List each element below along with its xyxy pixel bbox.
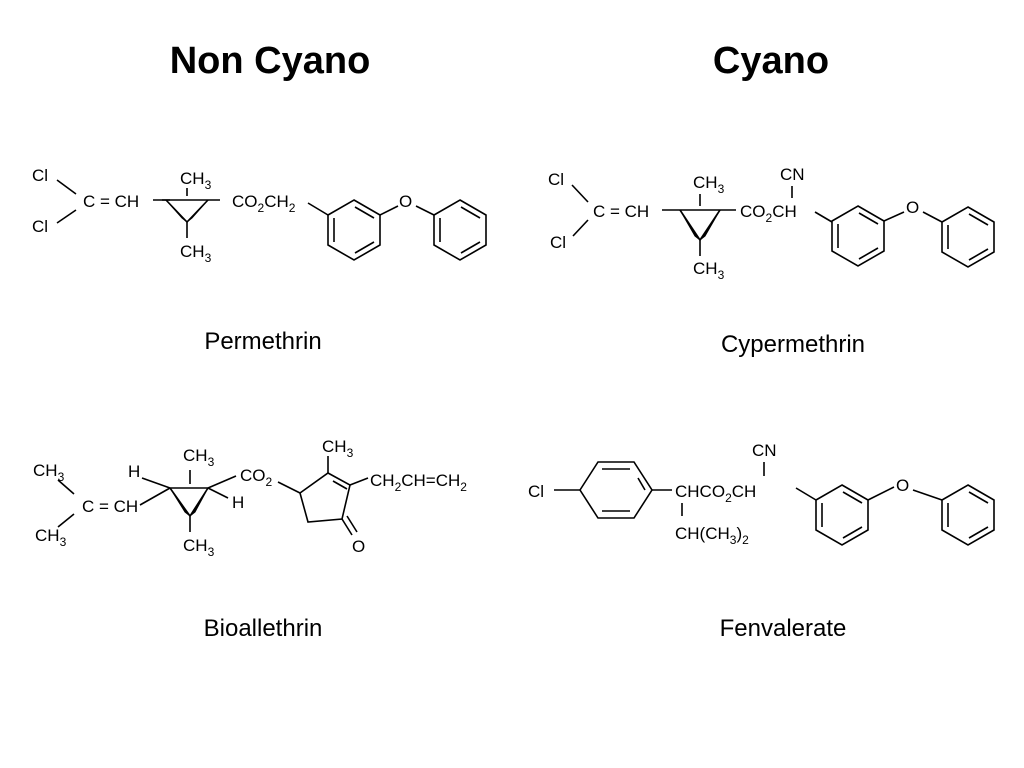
cyp-benzene-ring-1	[831, 205, 885, 267]
bio-ester-label: CO2	[240, 466, 273, 489]
compound-name-permethrin: Permethrin	[204, 328, 322, 355]
permethrin-structure: Cl Cl C = CH CH3 CH3 CO2CH2 O	[32, 166, 487, 265]
fen-benzene-ring-1	[815, 484, 869, 546]
fenvalerate-structure: Cl CHCO2CH CH(CH3)2 CN O	[528, 441, 995, 547]
perm-ester-label: CO2CH2	[232, 192, 296, 215]
cyp-cl-top: Cl	[548, 170, 564, 189]
cyp-methyl-top: CH3	[693, 173, 725, 196]
perm-methyl-bottom: CH3	[180, 242, 212, 265]
bio-hydrogen-left: H	[128, 462, 140, 481]
bio-allyl-chain: CH2CH=CH2	[370, 471, 467, 494]
bio-methyl-bottom: CH3	[35, 526, 67, 549]
bio-methyl-ring-top: CH3	[183, 446, 215, 469]
cyp-vinyl-label: C = CH	[593, 202, 649, 221]
cyp-cl-bottom: Cl	[550, 233, 566, 252]
fen-chloro-label: Cl	[528, 482, 544, 501]
perm-ether-oxygen: O	[399, 192, 412, 211]
fen-isopropyl-label: CH(CH3)2	[675, 524, 749, 547]
bio-methyl-cyclopentenone: CH3	[322, 437, 354, 460]
bio-methyl-ring-bottom: CH3	[183, 536, 215, 559]
perm-methyl-top: CH3	[180, 169, 212, 192]
cyp-benzene-ring-2	[941, 206, 995, 268]
cypermethrin-structure: Cl Cl C = CH CH3 CH3 CO2CH CN O	[548, 165, 995, 282]
perm-vinyl-label: C = CH	[83, 192, 139, 211]
cyp-methyl-bottom: CH3	[693, 259, 725, 282]
cyp-ester-label: CO2CH	[740, 202, 797, 225]
cyp-ether-oxygen: O	[906, 198, 919, 217]
perm-benzene-ring-2	[433, 199, 487, 261]
heading-non-cyano: Non Cyano	[169, 40, 371, 82]
cyp-cyano-label: CN	[780, 165, 805, 184]
bio-hydrogen-right: H	[232, 493, 244, 512]
compound-name-bioallethrin: Bioallethrin	[203, 615, 323, 642]
heading-cyano: Cyano	[712, 40, 830, 82]
fen-cyano-label: CN	[752, 441, 777, 460]
compound-name-cypermethrin: Cypermethrin	[720, 331, 866, 358]
perm-cl-bottom: Cl	[32, 217, 48, 236]
perm-cl-top: Cl	[32, 166, 48, 185]
fen-chlorophenyl-ring	[579, 461, 653, 519]
bio-ketone-oxygen: O	[352, 537, 365, 556]
perm-benzene-ring-1	[327, 199, 381, 261]
bio-methyl-top: CH3	[33, 461, 65, 484]
bio-cyclopentenone-ring	[299, 472, 351, 523]
bioallethrin-structure: CH3 CH3 C = CH H CH3 CH3 H CO2	[33, 437, 467, 559]
fen-ether-oxygen: O	[896, 476, 909, 495]
bio-vinyl-label: C = CH	[82, 497, 138, 516]
fen-benzene-ring-2	[941, 484, 995, 546]
compound-name-fenvalerate: Fenvalerate	[719, 615, 847, 642]
fen-backbone-label: CHCO2CH	[675, 482, 756, 505]
